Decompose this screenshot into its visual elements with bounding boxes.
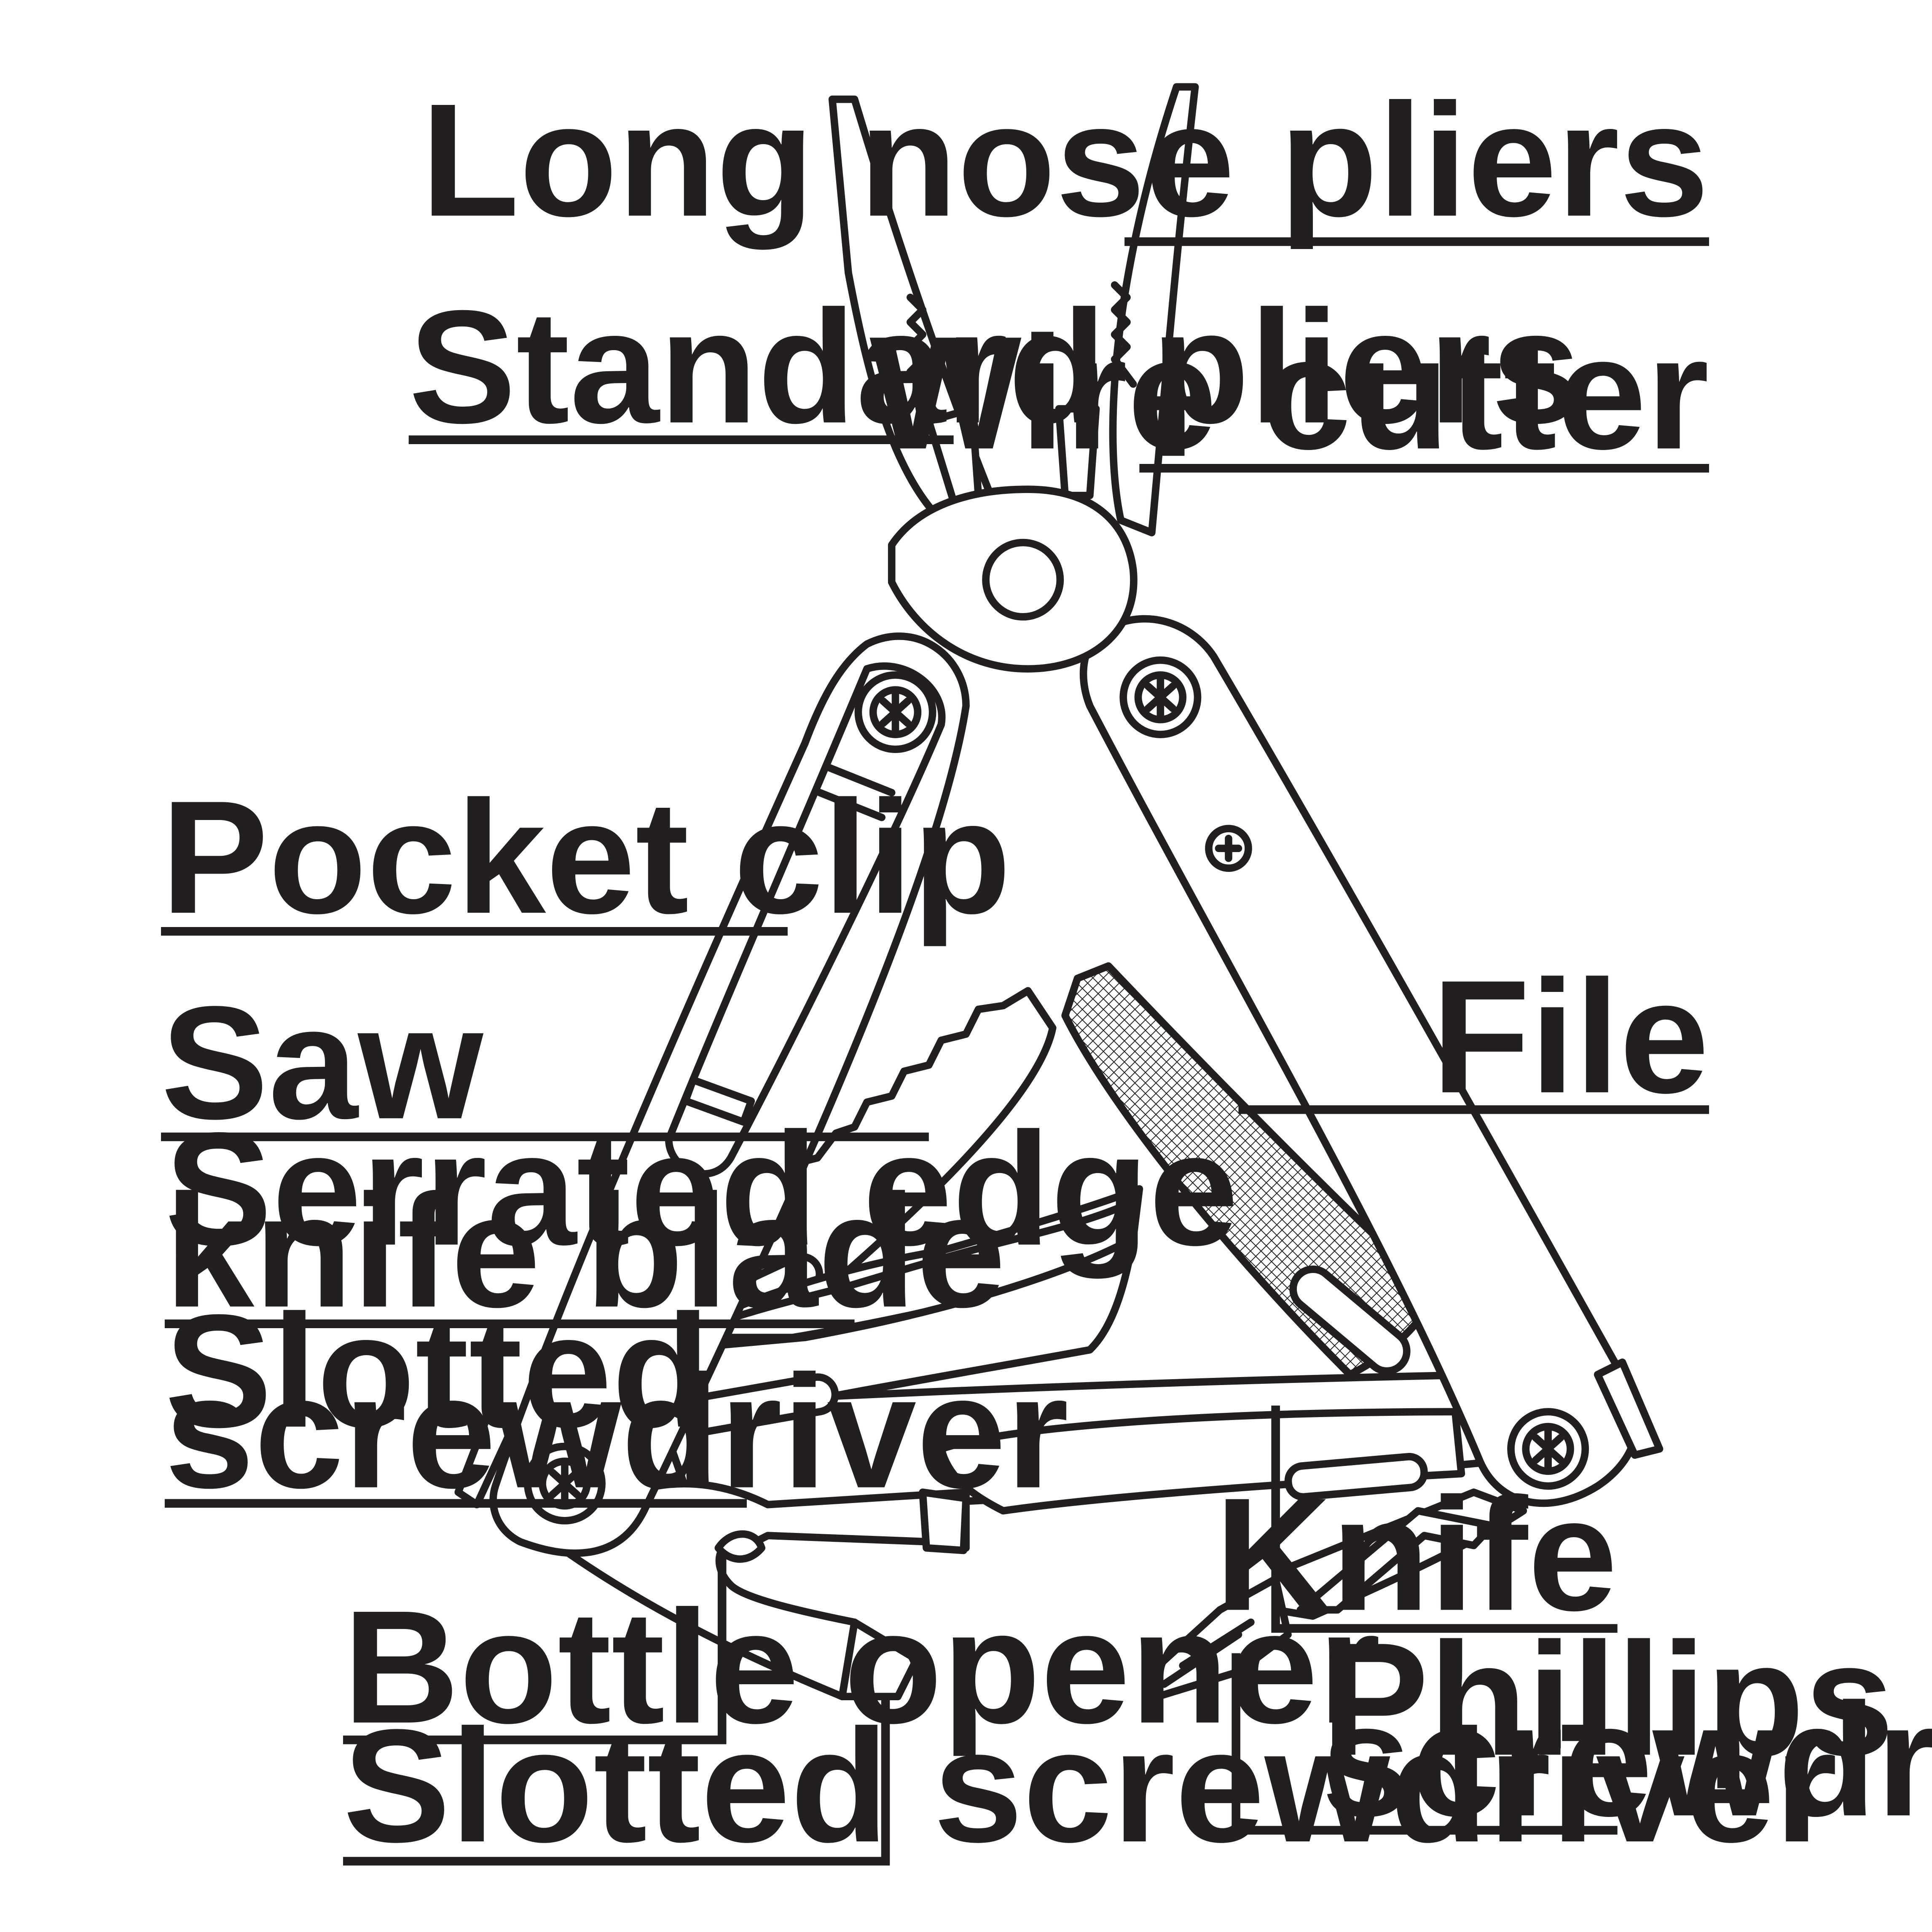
label-slotted-screwdriver-bottom: Slotted screwdriver (343, 1696, 1837, 1876)
label-standard-pliers: Standard pliers (409, 277, 1581, 458)
label-saw: Saw (161, 973, 484, 1152)
label-bottle-opener: Bottle opener (343, 1577, 1381, 1758)
label-slotted-screwdriver-left-line1: Slotted (165, 1281, 710, 1461)
label-wire-cutter: Wire cutter (869, 303, 1709, 482)
labels: Long nose pliers Standard pliers Wire cu… (161, 70, 1932, 1876)
label-knife: Knife (1215, 1464, 1618, 1644)
phillips-screwdriver-tool (1148, 1488, 1527, 1701)
leader-lines (161, 237, 1709, 1866)
label-phillips-line1: Phillips (1321, 1609, 1894, 1790)
label-serrated-knife-line1: Serrated edge (165, 1099, 1239, 1280)
label-serrated-knife-line2: knife blade (165, 1161, 1006, 1341)
right-handle (1079, 615, 1664, 1507)
pliers-jaws (828, 83, 1199, 673)
leader-bottle-opener (343, 1554, 727, 1744)
multitool-illustration (454, 83, 1664, 1701)
label-file: File (1432, 946, 1709, 1126)
file-tool (1061, 962, 1441, 1379)
label-phillips-line2: screwdriver (1321, 1669, 1932, 1849)
label-long-nose-pliers: Long nose pliers (421, 70, 1709, 251)
leader-phillips-screwdriver (1232, 1653, 1618, 1835)
leader-knife (1271, 1405, 1618, 1633)
label-slotted-screwdriver-left-line2: screwdriver (165, 1342, 1069, 1522)
leader-slotted-screwdriver-bottom (343, 1696, 890, 1866)
label-pocket-clip: Pocket clip (161, 767, 1011, 948)
